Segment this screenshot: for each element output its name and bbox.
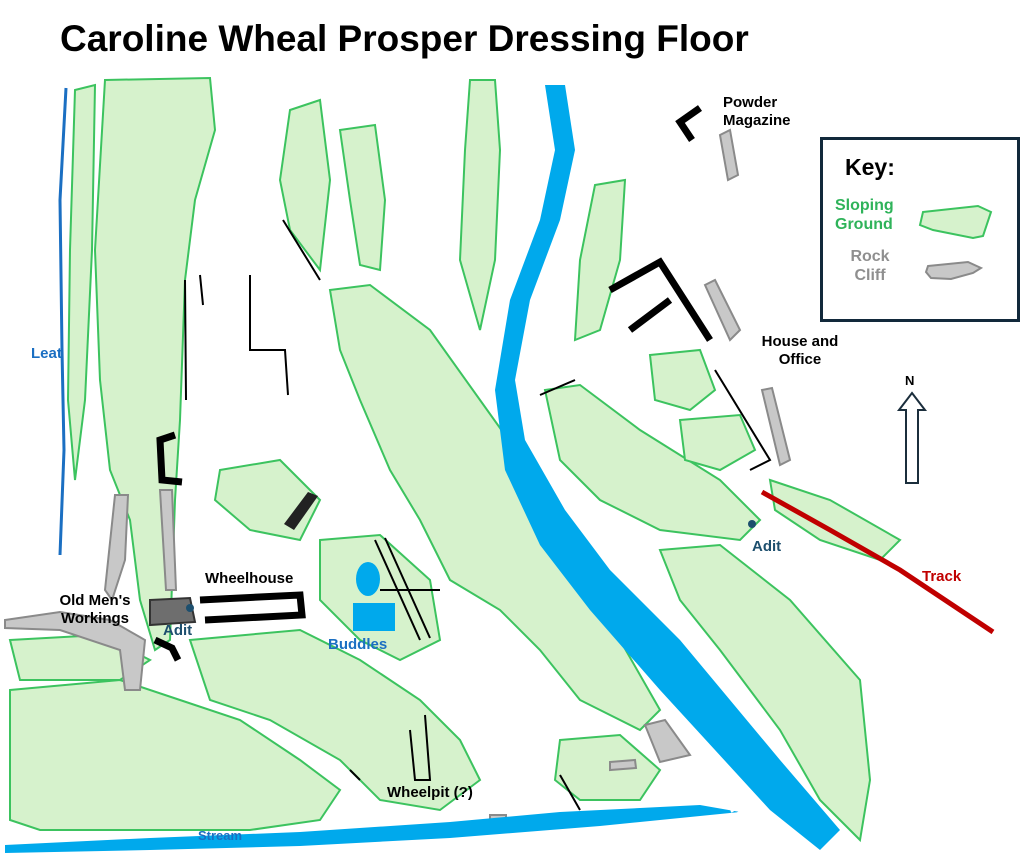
label-house-office: House and Office (761, 333, 839, 368)
old-mens-workings-pit (149, 596, 197, 627)
building-small (153, 636, 182, 662)
key-swatch-sloping-ground (918, 204, 993, 240)
rock-cliff (760, 386, 792, 467)
stream (5, 805, 740, 853)
rock-cliff (103, 494, 130, 603)
sloping-ground (543, 383, 762, 542)
sloping-ground (338, 123, 387, 272)
key-heading: Key: (845, 154, 895, 180)
rock-cliff (643, 718, 692, 764)
label-buddles: Buddles (328, 636, 388, 653)
rock-cliff (703, 278, 742, 342)
wall (282, 219, 581, 811)
track (760, 489, 995, 635)
north-arrow-icon (896, 391, 928, 484)
sloping-ground (768, 478, 902, 562)
label-wheelhouse: Wheelhouse (205, 570, 294, 587)
wall (374, 537, 440, 641)
map-title: Caroline Wheal Prosper Dressing Floor (60, 18, 749, 59)
label-north: N (905, 373, 915, 388)
house-and-office (608, 257, 713, 342)
sloping-ground (573, 178, 627, 342)
label-stream: Stream (198, 828, 243, 843)
adit-point-left (186, 604, 194, 612)
label-leat: Leat (31, 345, 62, 362)
sloping-ground (328, 283, 662, 732)
sloping-ground (319, 533, 442, 662)
sloping-ground-areas (8, 76, 902, 843)
sloping-ground (648, 348, 717, 412)
sloping-ground (678, 413, 757, 472)
label-old-mens-workings: Old Men's Workings (59, 592, 131, 627)
label-adit-left: Adit (163, 622, 193, 639)
building-diagonal (284, 492, 318, 530)
rock-cliff (609, 758, 638, 772)
sloping-ground (658, 543, 872, 843)
rock-cliff (4, 610, 147, 691)
key-label-rock-cliff: Rock Cliff (850, 248, 890, 285)
label-adit-right: Adit (752, 538, 782, 555)
adit-point-right (748, 520, 756, 528)
wheelpit-outline (409, 714, 432, 781)
buddle-round (356, 562, 380, 596)
rock-cliff (718, 128, 740, 182)
sloping-ground (553, 733, 662, 801)
map-key: Key: Sloping Ground Rock Cliff (820, 137, 1020, 322)
sloping-ground (188, 628, 482, 812)
key-swatches (918, 204, 993, 281)
label-wheelpit: Wheelpit (?) (387, 784, 473, 801)
sloping-ground (458, 79, 502, 331)
wall (539, 369, 772, 471)
rock-cliff (158, 489, 178, 591)
sloping-ground (9, 678, 342, 831)
dean-burn-river (495, 85, 840, 850)
wheelhouse (199, 591, 306, 624)
key-label-sloping-ground: Sloping Ground (835, 197, 894, 234)
building-left (156, 431, 183, 486)
buddle-rect (353, 603, 395, 631)
sloping-ground (278, 98, 332, 273)
powder-magazine (675, 105, 703, 142)
label-track: Track (922, 568, 962, 585)
wall (184, 274, 289, 401)
sloping-ground (66, 83, 97, 481)
label-powder-magazine: Powder Magazine (723, 94, 791, 129)
leat (58, 87, 68, 556)
key-swatch-rock-cliff (924, 260, 984, 281)
